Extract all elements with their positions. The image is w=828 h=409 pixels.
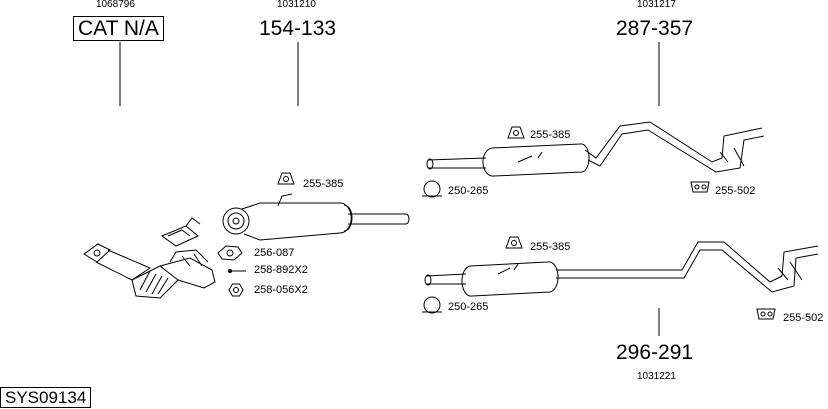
hanger-icon-lower-rear — [756, 308, 776, 320]
rear-upper-part-number: 287-357 — [616, 17, 694, 40]
hanger-icon-upper-rear — [690, 181, 710, 193]
upper-clamp-label: 250-265 — [448, 185, 489, 197]
lower-rear-silencer-drawing — [424, 241, 819, 297]
lower-hanger-label: 255-385 — [530, 241, 571, 253]
lower-rear-hanger-label: 255-502 — [783, 312, 824, 324]
hanger-icon-lower — [505, 236, 523, 249]
bolt-icon — [227, 268, 246, 274]
clamp-icon-lower — [422, 296, 442, 314]
upper-hanger-label: 255-385 — [530, 129, 571, 141]
gasket-label: 256-087 — [254, 247, 295, 259]
gasket-icon — [217, 245, 243, 261]
front-silencer-drawing — [222, 193, 410, 241]
catalyst-ref: 1068796 — [96, 0, 135, 10]
hanger-icon-front — [277, 172, 295, 185]
rear-lower-part-number: 296-291 — [616, 341, 694, 364]
bolt-label: 258-892X2 — [254, 264, 308, 276]
nut-label: 258-056X2 — [254, 284, 308, 296]
catalyst-part-number: CAT N/A — [73, 16, 164, 41]
catalytic-converter-drawing — [83, 217, 216, 299]
diagram-id-badge: SYS09134 — [0, 387, 92, 408]
clamp-icon-upper — [422, 180, 442, 198]
front-silencer-ref: 1031210 — [277, 0, 316, 10]
rear-lower-ref: 1031221 — [637, 371, 676, 382]
lower-clamp-label: 250-265 — [448, 301, 489, 313]
front-silencer-part-number: 154-133 — [259, 17, 337, 40]
rear-upper-ref: 1031217 — [637, 0, 676, 10]
nut-icon — [228, 283, 244, 297]
hanger-icon-upper — [507, 126, 525, 139]
front-hanger-label: 255-385 — [303, 178, 344, 190]
upper-rear-silencer-drawing — [426, 121, 765, 177]
upper-rear-hanger-label: 255-502 — [715, 185, 756, 197]
